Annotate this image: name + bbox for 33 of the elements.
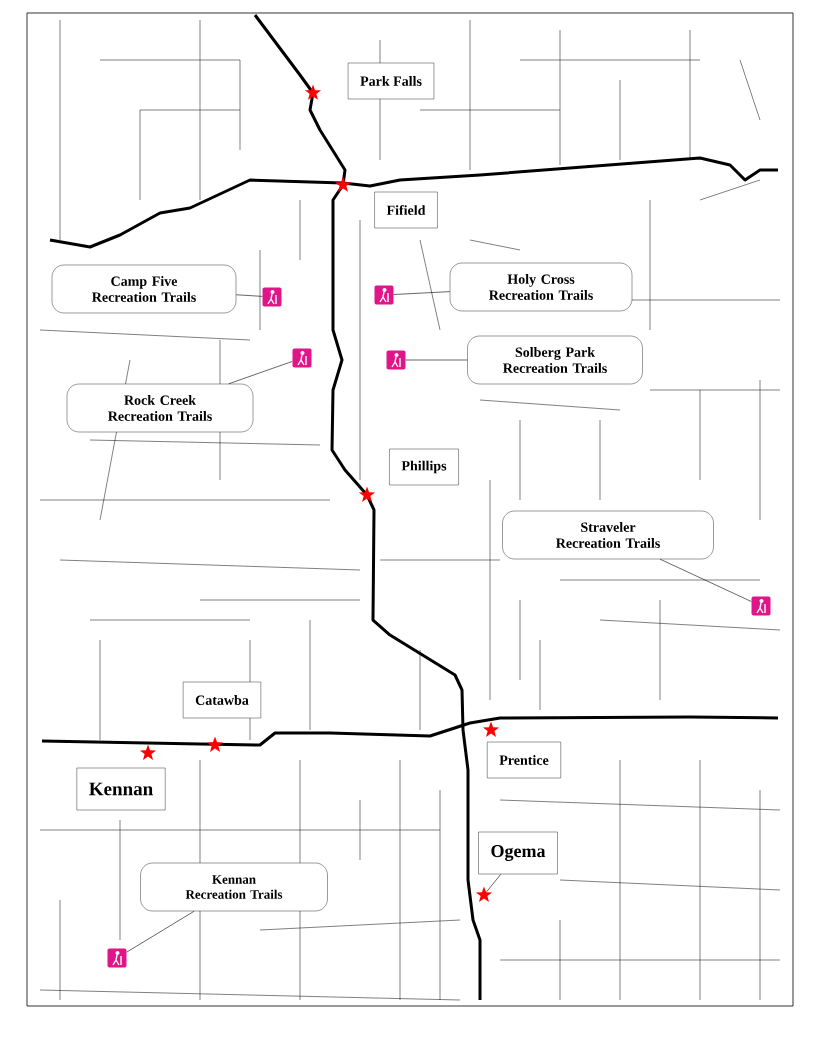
town-label: Catawba — [182, 681, 262, 719]
hiker-icon — [262, 287, 282, 307]
leader-line — [405, 359, 468, 361]
town-star — [358, 486, 376, 502]
leader-line — [659, 558, 752, 602]
hiker-icon — [374, 285, 394, 305]
leader-line — [393, 291, 451, 295]
town-label: Ogema — [478, 831, 558, 875]
callout-bubble: Straveler Recreation Trails — [502, 510, 714, 560]
callout-bubble: Holy Cross Recreation Trails — [449, 262, 633, 312]
hiker-icon — [107, 948, 127, 968]
callout-bubble: Camp Five Recreation Trails — [51, 264, 237, 314]
town-label: Fifield — [374, 191, 438, 229]
hiker-icon — [751, 596, 771, 616]
leader-line — [126, 910, 195, 953]
callout-bubble: Kennan Recreation Trails — [140, 862, 328, 912]
leader-line — [486, 873, 502, 893]
town-star — [482, 721, 500, 737]
leader-line — [235, 294, 263, 297]
town-label: Park Falls — [347, 62, 435, 100]
leader-line — [228, 361, 293, 385]
town-star — [304, 84, 322, 100]
town-label: Prentice — [487, 741, 561, 779]
town-label: Phillips — [389, 448, 459, 486]
town-star — [334, 176, 352, 192]
town-star — [206, 736, 224, 752]
callout-bubble: Rock Creek Recreation Trails — [66, 383, 254, 433]
town-star — [139, 744, 157, 760]
callout-bubble: Solberg Park Recreation Trails — [467, 335, 643, 385]
hiker-icon — [292, 348, 312, 368]
hiker-icon — [386, 350, 406, 370]
town-star — [475, 886, 493, 902]
town-label: Kennan — [76, 767, 166, 811]
